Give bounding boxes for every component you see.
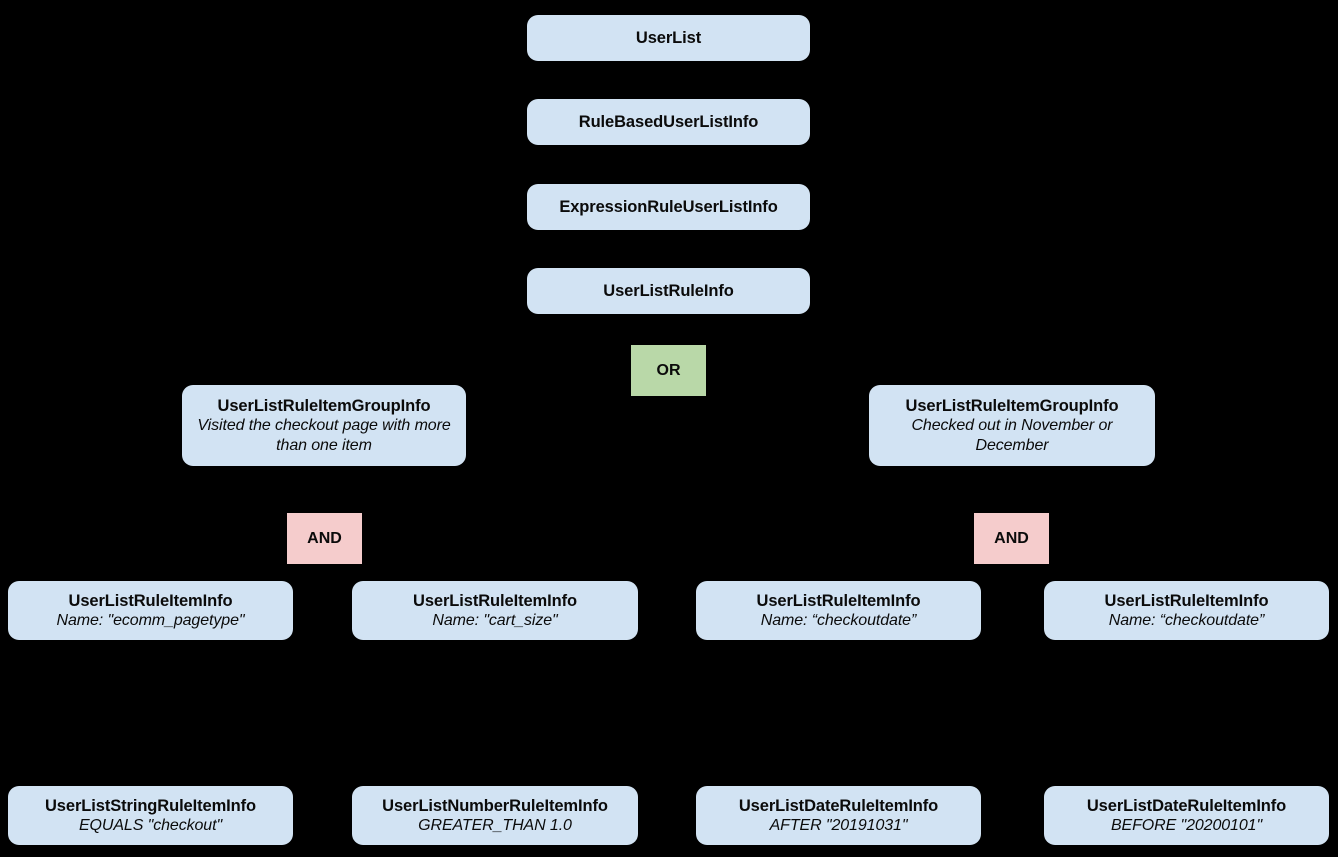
node-subtitle: GREATER_THAN 1.0	[418, 816, 572, 834]
operator-label: AND	[994, 529, 1029, 547]
node-group-right[interactable]: UserListRuleItemGroupInfo Checked out in…	[869, 385, 1155, 466]
node-and-operator-right[interactable]: AND	[974, 513, 1049, 564]
node-title: UserList	[635, 28, 702, 47]
node-title: UserListRuleItemInfo	[1104, 591, 1269, 610]
node-user-list[interactable]: UserList	[527, 15, 810, 61]
node-subtitle: Name: “checkoutdate”	[1108, 611, 1265, 629]
node-rule-item-1[interactable]: UserListRuleItemInfo Name: "ecomm_pagety…	[8, 581, 293, 640]
node-title: RuleBasedUserListInfo	[578, 112, 759, 131]
node-leaf-date-rule-item-before[interactable]: UserListDateRuleItemInfo BEFORE "2020010…	[1044, 786, 1329, 845]
node-title: UserListRuleItemInfo	[756, 591, 921, 610]
node-subtitle: Name: “checkoutdate”	[760, 611, 917, 629]
node-subtitle: Name: "cart_size"	[432, 611, 558, 629]
node-title: UserListDateRuleItemInfo	[738, 796, 939, 815]
node-expression-rule-user-list-info[interactable]: ExpressionRuleUserListInfo	[527, 184, 810, 230]
node-or-operator[interactable]: OR	[631, 345, 706, 396]
node-title: UserListRuleItemInfo	[68, 591, 233, 610]
node-leaf-number-rule-item[interactable]: UserListNumberRuleItemInfo GREATER_THAN …	[352, 786, 638, 845]
operator-label: OR	[656, 361, 681, 379]
operator-label: AND	[307, 529, 342, 547]
node-subtitle: AFTER "20191031"	[769, 816, 908, 834]
node-leaf-date-rule-item-after[interactable]: UserListDateRuleItemInfo AFTER "20191031…	[696, 786, 981, 845]
node-and-operator-left[interactable]: AND	[287, 513, 362, 564]
node-title: UserListStringRuleItemInfo	[44, 796, 256, 815]
node-rule-item-4[interactable]: UserListRuleItemInfo Name: “checkoutdate…	[1044, 581, 1329, 640]
node-title: UserListRuleItemGroupInfo	[905, 396, 1119, 415]
node-title: UserListDateRuleItemInfo	[1086, 796, 1287, 815]
node-title: UserListNumberRuleItemInfo	[382, 796, 608, 815]
node-leaf-string-rule-item[interactable]: UserListStringRuleItemInfo EQUALS "check…	[8, 786, 293, 845]
node-title: UserListRuleItemGroupInfo	[217, 396, 431, 415]
node-subtitle: BEFORE "20200101"	[1110, 816, 1263, 834]
node-title: ExpressionRuleUserListInfo	[559, 197, 778, 216]
node-title: UserListRuleInfo	[603, 281, 734, 300]
node-title: UserListRuleItemInfo	[413, 591, 577, 610]
node-rule-item-2[interactable]: UserListRuleItemInfo Name: "cart_size"	[352, 581, 638, 640]
node-subtitle: EQUALS "checkout"	[78, 816, 223, 834]
node-subtitle: Name: "ecomm_pagetype"	[56, 611, 245, 629]
node-rule-item-3[interactable]: UserListRuleItemInfo Name: “checkoutdate…	[696, 581, 981, 640]
node-group-left[interactable]: UserListRuleItemGroupInfo Visited the ch…	[182, 385, 466, 466]
node-rule-based-user-list-info[interactable]: RuleBasedUserListInfo	[527, 99, 810, 145]
node-subtitle: Visited the checkout page with more than…	[197, 417, 451, 454]
node-subtitle: Checked out in November or December	[911, 417, 1113, 454]
node-user-list-rule-info[interactable]: UserListRuleInfo	[527, 268, 810, 314]
